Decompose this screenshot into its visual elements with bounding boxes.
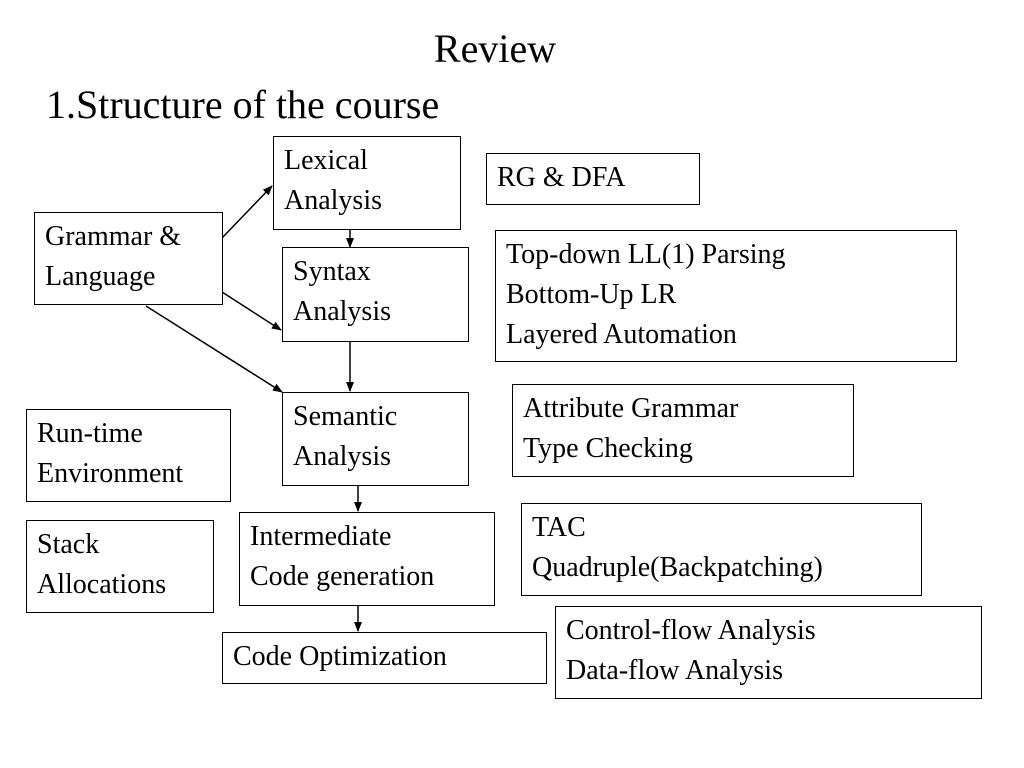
box-line: Run-time xyxy=(37,418,143,449)
stack-allocations-box: Stack Allocations xyxy=(26,520,214,613)
syntax-analysis-box: Syntax Analysis xyxy=(282,247,469,342)
box-line: TAC xyxy=(532,512,586,543)
box-line: Syntax xyxy=(293,256,371,287)
box-line: Lexical xyxy=(284,145,368,176)
slide-title: Review xyxy=(433,26,557,71)
box-line: Intermediate xyxy=(250,521,392,552)
grammar-language-box: Grammar & Language xyxy=(34,212,223,305)
attribute-grammar-box: Attribute Grammar Type Checking xyxy=(512,384,854,477)
box-line: Data-flow Analysis xyxy=(566,655,783,686)
box-line: Layered Automation xyxy=(506,319,737,350)
box-line: Allocations xyxy=(37,569,167,600)
box-line: Grammar & xyxy=(45,221,182,252)
box-line: Quadruple(Backpatching) xyxy=(532,552,823,583)
box-line: Attribute Grammar xyxy=(523,393,739,424)
slide-subtitle: 1.Structure of the course xyxy=(46,82,440,127)
rg-dfa-box: RG & DFA xyxy=(486,153,700,205)
box-line: Analysis xyxy=(293,296,391,327)
flow-analysis-box: Control-flow Analysis Data-flow Analysis xyxy=(555,606,982,699)
box-line: Stack xyxy=(37,529,100,560)
code-optimization-box: Code Optimization xyxy=(222,632,547,684)
box-line: Control-flow Analysis xyxy=(566,615,816,646)
box-line: Code generation xyxy=(250,561,435,592)
box-line: Bottom-Up LR xyxy=(506,279,677,310)
semantic-analysis-box: Semantic Analysis xyxy=(282,392,469,486)
runtime-environment-box: Run-time Environment xyxy=(26,409,231,502)
lexical-analysis-box: Lexical Analysis xyxy=(273,136,461,230)
arrow-grammar-to-lexical xyxy=(221,185,273,239)
box-line: Semantic xyxy=(293,401,398,432)
box-line: Code Optimization xyxy=(233,641,447,672)
intermediate-code-box: Intermediate Code generation xyxy=(239,512,495,606)
arrow-grammar-to-syntax xyxy=(221,291,282,331)
tac-box: TAC Quadruple(Backpatching) xyxy=(521,503,922,596)
box-line: Language xyxy=(45,261,156,292)
box-line: Environment xyxy=(37,458,184,489)
box-line: Analysis xyxy=(293,441,391,472)
box-line: Analysis xyxy=(284,185,382,216)
box-line: Type Checking xyxy=(523,433,693,464)
arrow-grammar-to-semantic xyxy=(145,305,283,393)
parsing-box: Top-down LL(1) Parsing Bottom-Up LR Laye… xyxy=(495,230,957,362)
box-line: RG & DFA xyxy=(497,162,626,193)
box-line: Top-down LL(1) Parsing xyxy=(506,239,786,270)
